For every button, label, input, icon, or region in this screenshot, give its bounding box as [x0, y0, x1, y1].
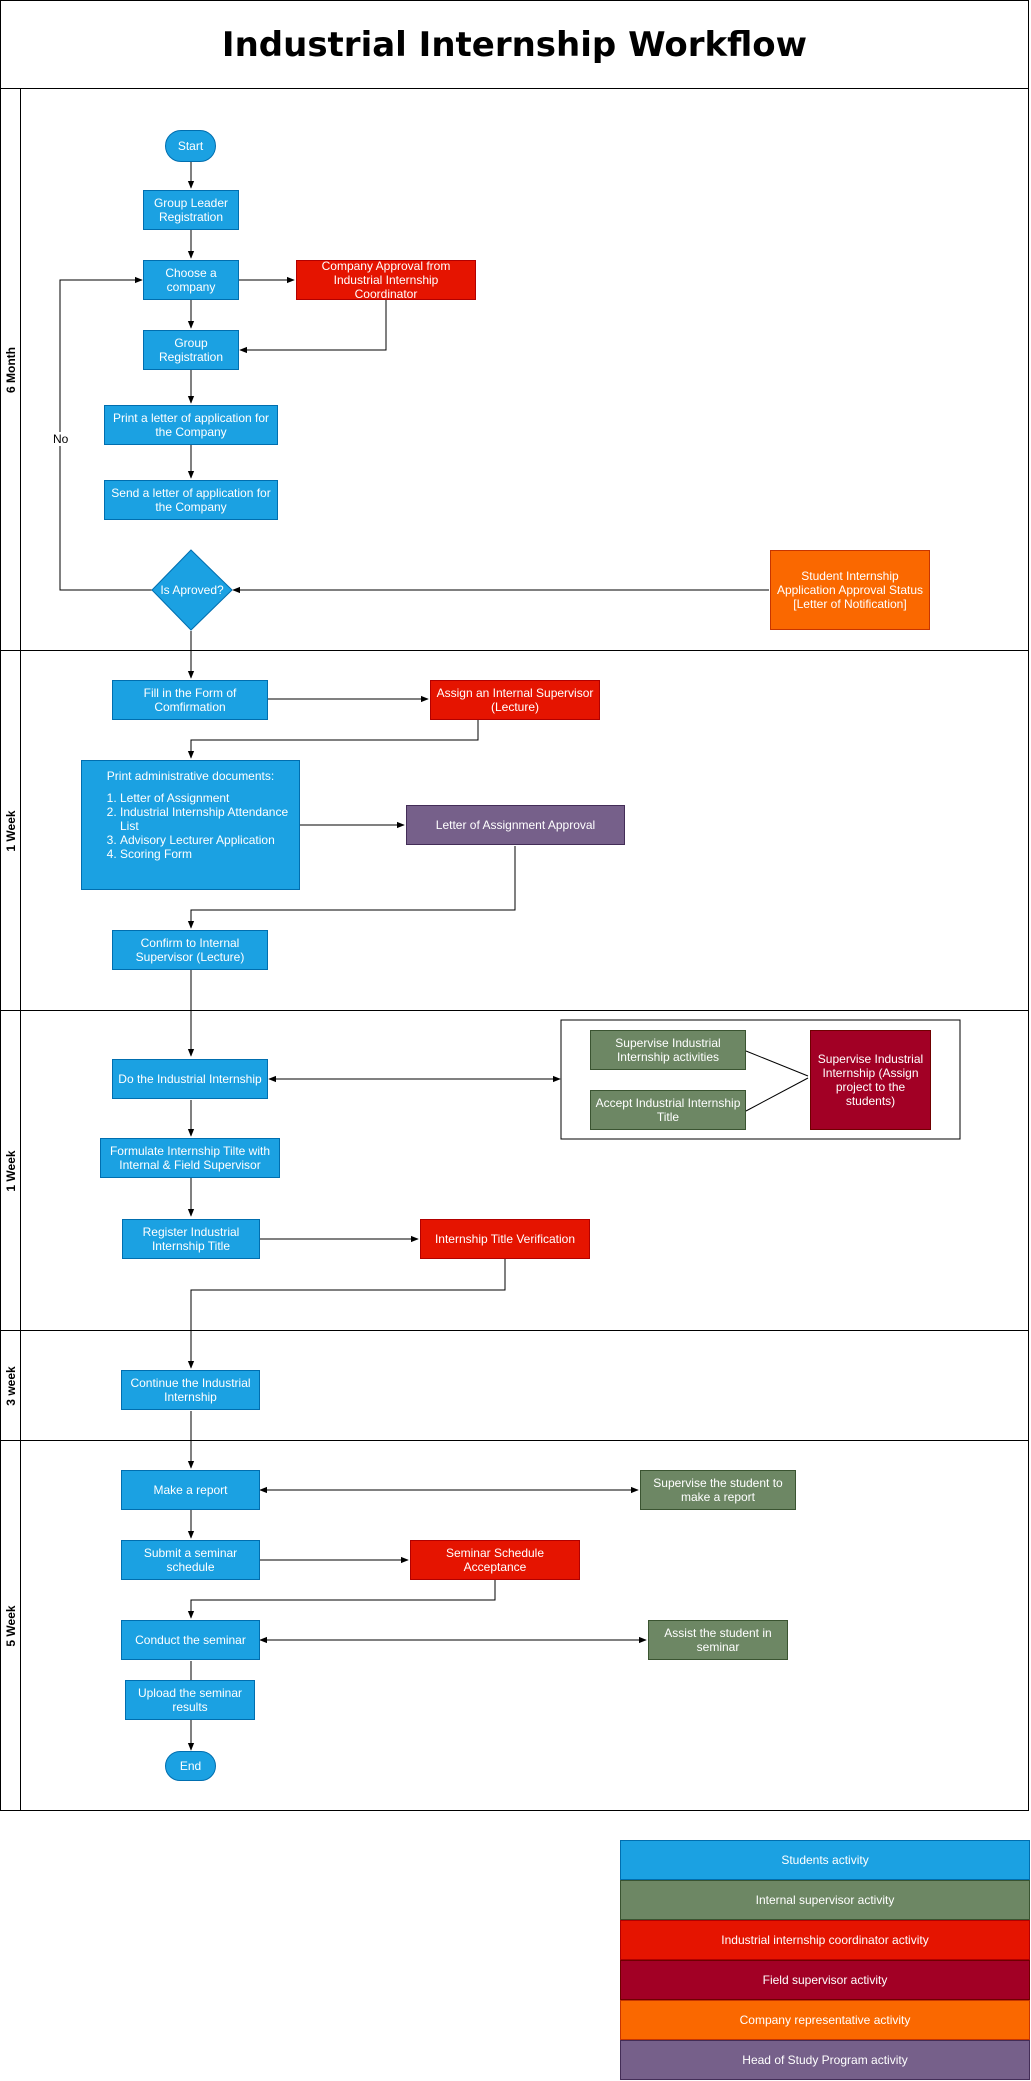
- group-leader-registration: Group Leader Registration: [143, 190, 239, 230]
- print-administrative-documents: Print administrative documents: Letter o…: [81, 760, 300, 890]
- assign-internal-supervisor: Assign an Internal Supervisor (Lecture): [430, 680, 600, 720]
- edge-activities-to-field: [745, 1050, 809, 1077]
- print-admin-title: Print administrative documents:: [106, 769, 275, 783]
- internship-title-verification: Internship Title Verification: [420, 1219, 590, 1259]
- send-application-letter: Send a letter of application for the Com…: [104, 480, 278, 520]
- edge-verification-to-continue: [187, 1259, 506, 1369]
- start-node: Start: [165, 130, 216, 162]
- letter-of-assignment-approval: Letter of Assignment Approval: [406, 805, 625, 845]
- edge-accept-to-field: [745, 1077, 809, 1112]
- supervise-internship-activities: Supervise Industrial Internship activiti…: [590, 1030, 746, 1070]
- do-industrial-internship: Do the Industrial Internship: [112, 1059, 268, 1099]
- edge-approval-to-registration: [239, 300, 387, 354]
- field-supervise-internship: Supervise Industrial Internship (Assign …: [810, 1030, 931, 1130]
- seminar-schedule-acceptance: Seminar Schedule Acceptance: [410, 1540, 580, 1580]
- legend-item-coordinator: Industrial internship coordinator activi…: [620, 1920, 1030, 1960]
- edge-approval-to-confirm: [187, 846, 516, 929]
- edge-assign-to-print-admin: [187, 720, 479, 759]
- confirm-internal-supervisor: Confirm to Internal Supervisor (Lecture): [112, 930, 268, 970]
- legend-item-field-supervisor: Field supervisor activity: [620, 1960, 1030, 2000]
- end-node: End: [165, 1751, 216, 1781]
- print-admin-item: Letter of Assignment: [120, 791, 289, 805]
- accept-internship-title: Accept Industrial Internship Title: [590, 1090, 746, 1130]
- upload-seminar-results: Upload the seminar results: [125, 1680, 255, 1720]
- continue-industrial-internship: Continue the Industrial Internship: [121, 1370, 260, 1410]
- fill-confirmation-form: Fill in the Form of Comfirmation: [112, 680, 268, 720]
- print-admin-item: Advisory Lecturer Application: [120, 833, 289, 847]
- student-approval-status: Student Internship Application Approval …: [770, 550, 930, 630]
- company-approval: Company Approval from Industrial Interns…: [296, 259, 476, 301]
- supervise-student-report: Supervise the student to make a report: [640, 1470, 796, 1510]
- legend-item-internal-supervisor: Internal supervisor activity: [620, 1880, 1030, 1920]
- print-admin-item: Scoring Form: [120, 847, 289, 861]
- edge-acceptance-to-conduct: [187, 1580, 496, 1619]
- make-report: Make a report: [121, 1470, 260, 1510]
- print-admin-item: Industrial Internship Attendance List: [120, 805, 289, 833]
- group-registration: Group Registration: [143, 330, 239, 370]
- lane-5-week: 5 Week: [0, 1440, 1029, 1811]
- formulate-internship-title: Formulate Internship Tilte with Internal…: [100, 1138, 280, 1178]
- assist-student-seminar: Assist the student in seminar: [648, 1620, 788, 1660]
- choose-company: Choose a company: [143, 260, 239, 300]
- supervisor-group-frame: [560, 1019, 961, 1140]
- legend-item-students: Students activity: [620, 1840, 1030, 1880]
- print-application-letter: Print a letter of application for the Co…: [104, 405, 278, 445]
- legend-item-head-of-study-program: Head of Study Program activity: [620, 2040, 1030, 2080]
- no-label: No: [53, 432, 69, 446]
- register-internship-title: Register Industrial Internship Title: [122, 1219, 260, 1259]
- submit-seminar-schedule: Submit a seminar schedule: [121, 1540, 260, 1580]
- decision-diamond: [151, 549, 233, 631]
- legend-item-company-representative: Company representative activity: [620, 2000, 1030, 2040]
- print-admin-list: Letter of Assignment Industrial Internsh…: [92, 791, 289, 861]
- is-approved-decision: Is Aproved?: [160, 583, 224, 597]
- conduct-seminar: Conduct the seminar: [121, 1620, 260, 1660]
